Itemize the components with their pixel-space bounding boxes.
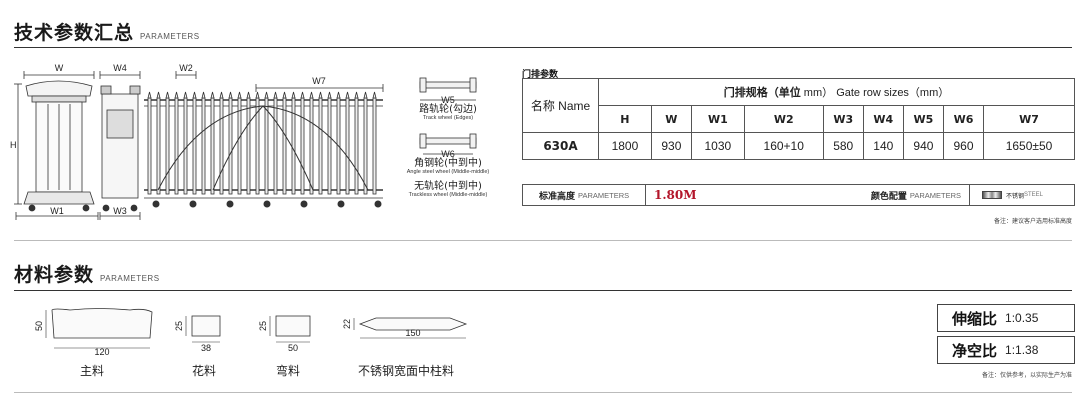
dim-W3: W3 <box>113 206 127 216</box>
flower-w: 38 <box>201 343 211 353</box>
materials-note: 备注：仅供参考，以实际生产为准 <box>981 372 1072 379</box>
materials-title-en: PARAMETERS <box>100 274 160 283</box>
dim-W7: W7 <box>312 76 326 86</box>
color-value: 不锈钢 <box>1006 192 1025 200</box>
wheel-trackless-name: 无轨轮(中到中) <box>414 181 482 192</box>
height-label-cell: 标准高度 PARAMETERS <box>523 185 645 205</box>
tech-divider <box>14 47 1072 48</box>
sizes-header-en: Gate row sizes（mm） <box>836 87 950 99</box>
value-w6: 960 <box>942 132 985 160</box>
material-profiles: 50 120 25 38 25 50 22 150 <box>34 308 468 356</box>
ratio-clearance: 净空比 1:1.38 <box>937 336 1075 364</box>
sizes-header: 门排规格（单位 mm） Gate row sizes（mm） <box>598 78 1075 106</box>
wheel-track-en: Track wheel (Edges) <box>422 114 474 121</box>
wheel-track-code: W5 <box>441 95 455 105</box>
col-header-w4: W4 <box>862 105 904 133</box>
ratio-telescopic: 伸缩比 1:0.35 <box>937 304 1075 332</box>
col-header-w6: W6 <box>942 105 985 133</box>
dim-W1: W1 <box>50 206 64 216</box>
wheel-trackless: 无轨轮(中到中) Trackless wheel (Middle-middle) <box>392 181 504 198</box>
ratio-telescopic-label: 伸缩比 <box>952 309 998 328</box>
value-w5: 940 <box>902 132 944 160</box>
standard-note: 备注：建议客户选用标准高度 <box>993 218 1072 225</box>
value-w2: 160+10 <box>743 132 824 160</box>
dim-W2: W2 <box>179 63 193 73</box>
wheel-angle: W6 角钢轮(中到中) Angle steel wheel (Middle-mi… <box>392 149 504 176</box>
tech-title-en: PARAMETERS <box>140 32 200 41</box>
color-value-cell: 不锈钢 STEEL <box>970 185 1043 205</box>
wheel-types: W5 路轨轮(勾边) Track wheel (Edges) W6 角钢轮(中到… <box>392 74 504 214</box>
color-label-cell: 颜色配置 PARAMETERS <box>853 185 970 205</box>
wheel-track-name: 路轨轮(勾边) <box>419 104 477 116</box>
color-label-en: PARAMETERS <box>909 190 961 200</box>
col-header-w2: W2 <box>743 105 824 133</box>
section-divider <box>14 240 1072 241</box>
sizes-header-cn: 门排规格（单位 <box>723 86 801 99</box>
materials-divider <box>14 290 1072 291</box>
value-w4: 140 <box>862 132 904 160</box>
materials-title: 材料参数 <box>14 265 95 286</box>
model-cell: 630A <box>522 132 599 160</box>
material-flower-label: 花料 <box>192 364 217 378</box>
steel-swatch <box>982 191 1002 199</box>
tech-section-title: 技术参数汇总 PARAMETERS <box>14 18 200 45</box>
col-header-w3: W3 <box>822 105 864 133</box>
gate-spec-table: 名称 Name 门排规格（单位 mm） Gate row sizes（mm） H… <box>522 78 1075 160</box>
value-w3: 580 <box>822 132 864 160</box>
col-header-w5: W5 <box>902 105 944 133</box>
height-label: 标准高度 <box>539 191 576 202</box>
col-header-w1: W1 <box>690 105 745 133</box>
material-main-label: 主料 <box>80 364 105 378</box>
value-w7: 1650±50 <box>983 132 1075 160</box>
value-w: 930 <box>650 132 692 160</box>
dim-H: H <box>10 140 17 150</box>
gate-table-heading: 门排参数 <box>522 69 559 79</box>
dim-W: W <box>55 63 64 73</box>
material-steel-label: 不锈钢宽面中柱料 <box>358 364 455 378</box>
wheel-angle-name: 角钢轮(中到中) <box>414 158 482 170</box>
color-label: 颜色配置 <box>870 191 907 202</box>
wheel-angle-code: W6 <box>441 149 455 159</box>
main-h: 50 <box>34 321 44 331</box>
bend-w: 50 <box>288 343 298 353</box>
gate-drawing: W W4 W2 W7 H W1 W3 <box>10 63 384 220</box>
color-value-en: STEEL <box>1024 192 1044 198</box>
bottom-divider <box>14 392 1072 393</box>
material-bend-label: 弯料 <box>276 364 301 378</box>
main-w: 120 <box>94 347 109 356</box>
col-header-h: H <box>598 105 652 133</box>
materials-section-title: 材料参数 PARAMETERS <box>14 260 160 287</box>
col-header-w: W <box>650 105 692 133</box>
ratio-telescopic-value: 1:0.35 <box>1005 311 1039 325</box>
ratio-clearance-value: 1:1.38 <box>1005 343 1039 357</box>
name-header: 名称 Name <box>522 78 599 133</box>
sizes-header-unit: mm） <box>803 87 834 99</box>
flower-h: 25 <box>174 321 184 331</box>
wheel-angle-en: Angle steel wheel (Middle-middle) <box>406 168 490 175</box>
ratio-clearance-label: 净空比 <box>952 341 998 360</box>
dim-W4: W4 <box>113 63 127 73</box>
steel-h: 22 <box>342 319 352 329</box>
bend-h: 25 <box>258 321 268 331</box>
wheel-trackless-en: Trackless wheel (Middle-middle) <box>408 191 488 198</box>
value-w1: 1030 <box>690 132 745 160</box>
height-value: 1.80M <box>645 185 853 205</box>
wheel-track: W5 路轨轮(勾边) Track wheel (Edges) <box>392 95 504 122</box>
standard-bar: 标准高度 PARAMETERS 1.80M 颜色配置 PARAMETERS 不锈… <box>522 184 1075 206</box>
steel-w: 150 <box>405 328 420 338</box>
tech-title: 技术参数汇总 <box>14 23 135 44</box>
height-label-en: PARAMETERS <box>578 190 630 200</box>
col-header-w7: W7 <box>983 105 1075 133</box>
value-h: 1800 <box>598 132 652 160</box>
